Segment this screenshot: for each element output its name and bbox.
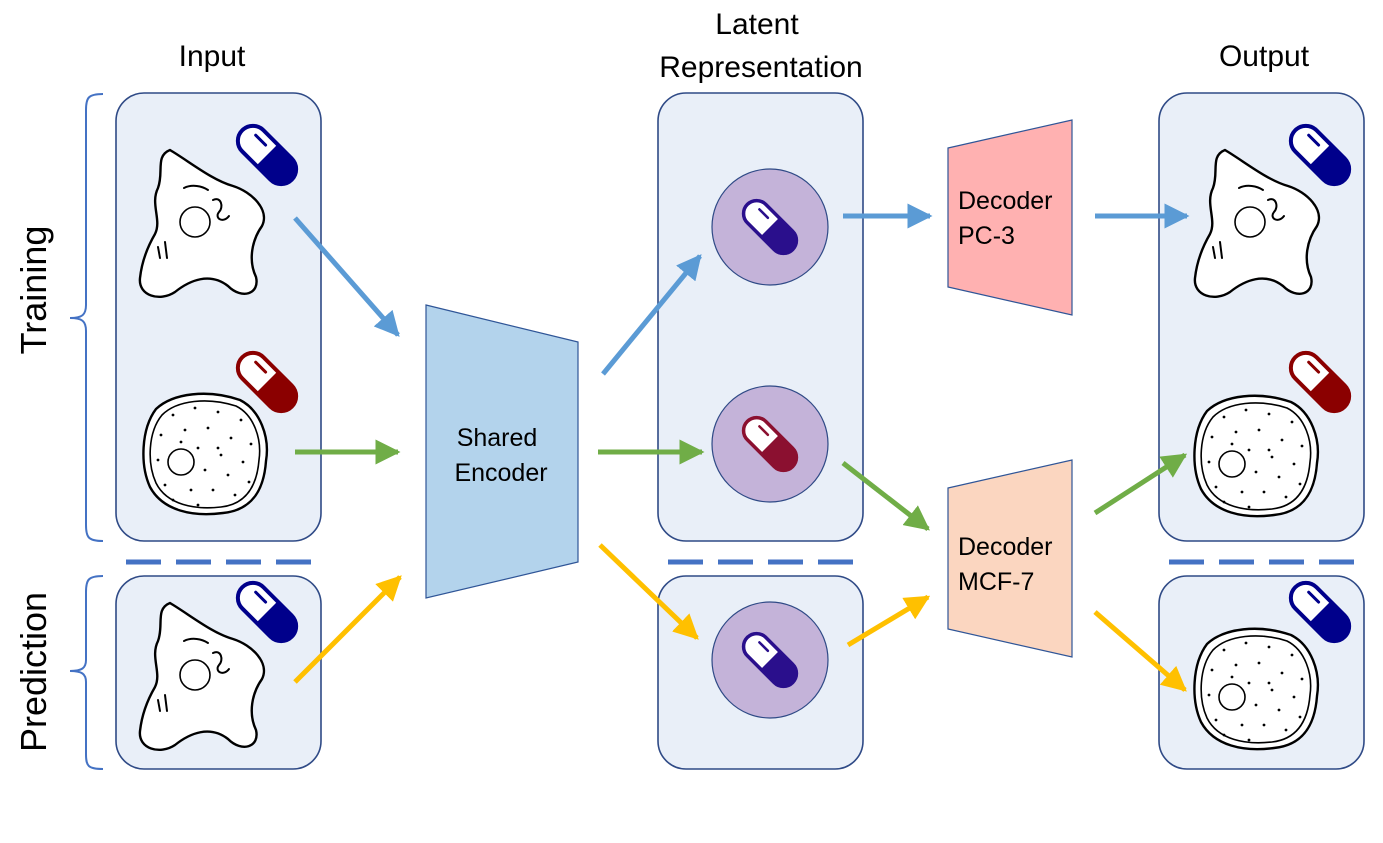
arrow-yellow [293,575,402,684]
output-heading: Output [1219,40,1310,73]
decoder-pc3-block [947,119,1073,316]
epithelial-cell-icon [1193,627,1320,751]
epithelial-cell-icon [142,392,269,516]
arrow-blue [293,216,400,337]
encoder-label-line2: Encoder [454,459,547,487]
decoder-mcf7-label-line1: Decoder [958,533,1053,561]
arrow-green [841,461,930,531]
input-heading: Input [179,40,246,73]
arrow-yellow [598,543,699,640]
shared-encoder-block [425,304,579,599]
training-label: Training [13,226,54,355]
decoder-pc3-label-line2: PC-3 [958,222,1015,250]
latent-heading-line2: Representation [659,51,862,84]
epithelial-cell-icon [1193,394,1320,518]
arrow-yellow [846,594,931,648]
decoder-mcf7-label-line2: MCF-7 [958,568,1034,596]
prediction-brace [69,575,104,770]
decoder-pc3-label-line1: Decoder [958,187,1053,215]
latent-heading-line1: Latent [715,8,799,41]
prediction-label: Prediction [13,592,54,752]
arrow-green [1093,452,1188,516]
training-brace [69,93,104,542]
arrow-yellow [1093,610,1187,692]
encoder-label-line1: Shared [457,424,538,452]
arrow-blue [601,254,702,376]
decoder-mcf7-block [947,459,1073,658]
